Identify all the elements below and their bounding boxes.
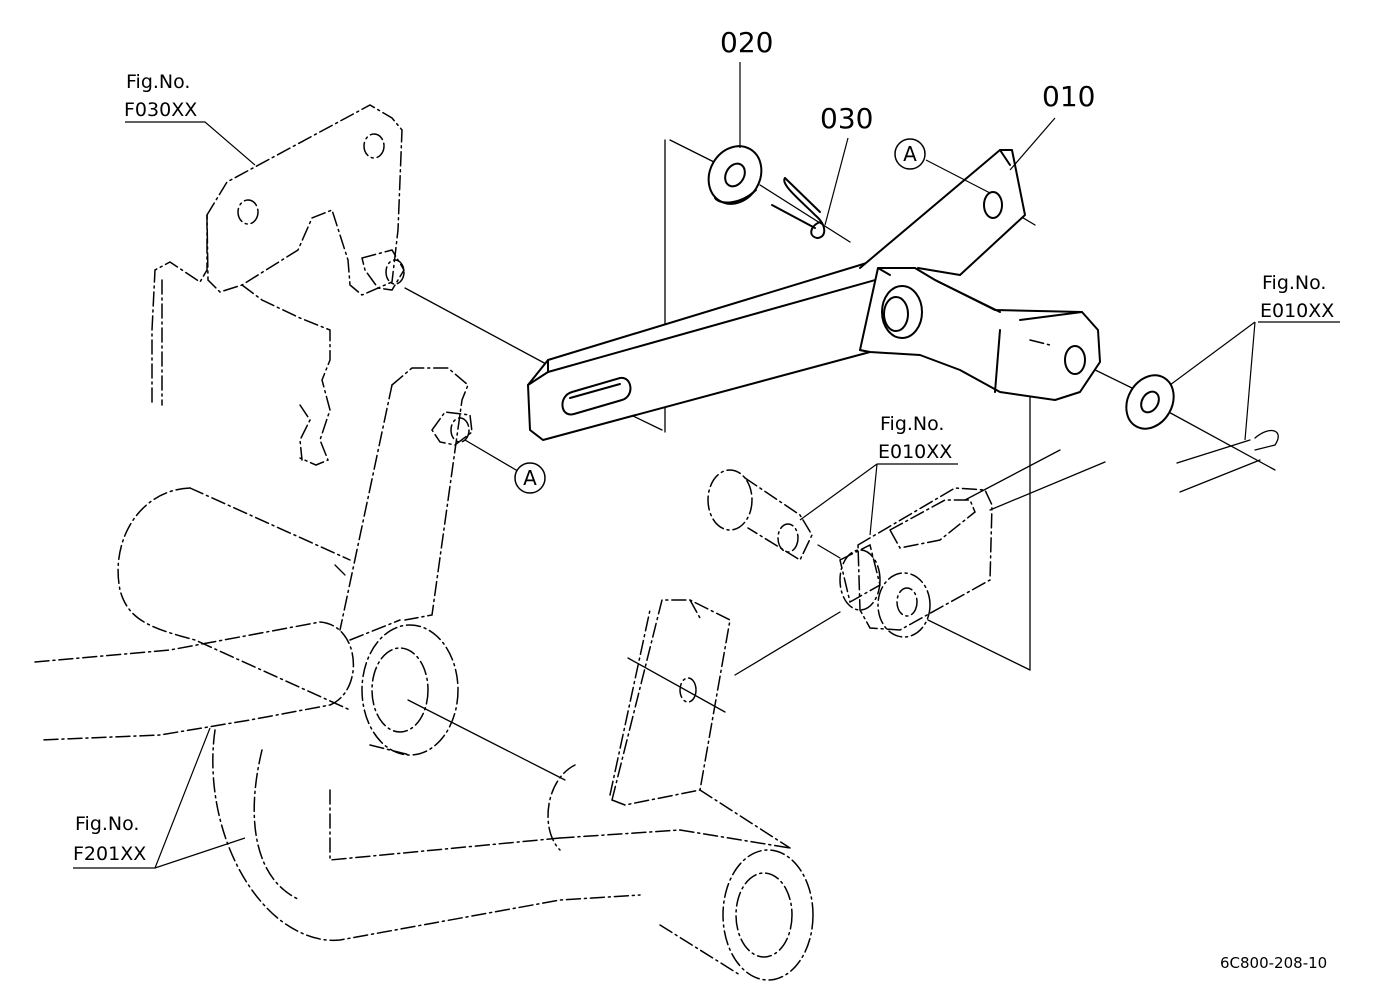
fig-label-center: Fig.No. (880, 413, 944, 435)
fig-label-right: Fig.No. (1262, 272, 1326, 294)
right-washer (1125, 374, 1175, 430)
fig-label-top-left: Fig.No. (126, 71, 190, 93)
clevis-assembly (707, 469, 993, 638)
fig-number-center: E010XX (878, 441, 952, 463)
drawing-id: 6C800-208-10 (1220, 954, 1327, 972)
part-number-020: 020 (720, 26, 773, 59)
fig-number-right: E010XX (1260, 300, 1334, 322)
part-number-030: 030 (820, 102, 873, 135)
callout-a-upper-letter: A (903, 142, 917, 166)
bracket-pin (361, 249, 405, 291)
part-010-arm (527, 149, 1101, 441)
bracket-f030xx-outline (151, 104, 403, 466)
fig-number-top-left: F030XX (124, 99, 197, 121)
part-020-washer (707, 145, 763, 205)
axis-lines (334, 139, 1276, 781)
fig-label-bottom-left: Fig.No. (75, 813, 139, 835)
callout-a-upper: A (894, 138, 926, 170)
fig-number-bottom-left: F201XX (73, 843, 146, 865)
leader-lines (73, 62, 1340, 869)
callout-a-lower-letter: A (523, 466, 537, 490)
part-030-split-pin (771, 177, 826, 239)
part-number-010: 010 (1042, 80, 1095, 113)
callout-a-lower: A (514, 462, 546, 494)
pedal-shaft-outline (34, 367, 814, 981)
right-split-pin (1254, 429, 1279, 451)
